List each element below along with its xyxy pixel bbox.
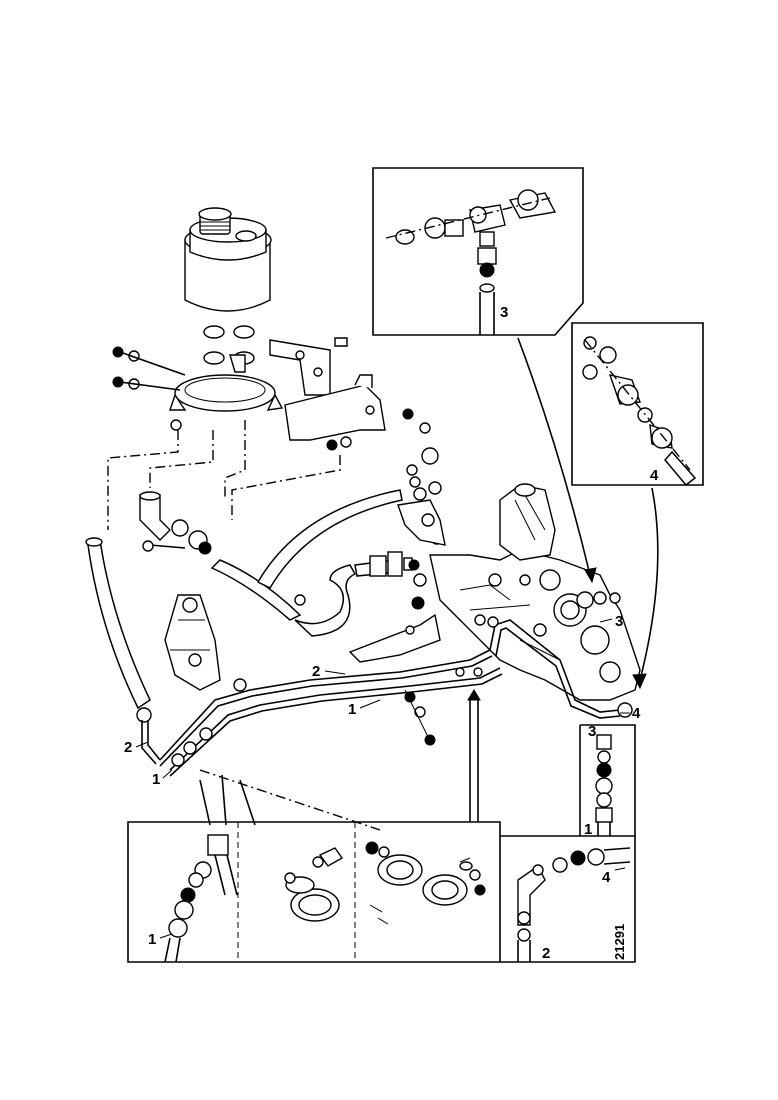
inset-right-union xyxy=(571,322,704,487)
callout-3-gear: 3 xyxy=(615,613,623,630)
callout-1-top: 1 xyxy=(348,701,356,718)
callout-2-inset-br: 2 xyxy=(542,945,550,962)
figure-number: 21291 xyxy=(612,924,627,960)
fasteners-left xyxy=(112,337,431,451)
return-elbow xyxy=(139,491,212,555)
callout-3-inset-br: 3 xyxy=(588,723,596,740)
callout-1-inset-br: 1 xyxy=(584,821,592,838)
reservoir xyxy=(184,207,272,365)
callout-4-inset-br: 4 xyxy=(602,869,611,886)
callout-2-left: 2 xyxy=(124,739,132,756)
upper-union xyxy=(397,447,446,546)
inset-bottom-right xyxy=(500,724,636,963)
steel-lines xyxy=(141,616,633,777)
center-bolt xyxy=(404,689,436,746)
callout-3-inset-top: 3 xyxy=(500,304,508,321)
callout-1-left: 1 xyxy=(152,771,160,788)
callout-1-inset-bl: 1 xyxy=(148,931,156,948)
callout-2-top: 2 xyxy=(312,663,320,680)
steering-gear xyxy=(429,483,641,701)
callout-4-gear: 4 xyxy=(632,705,641,722)
inset-top-tee-fitting xyxy=(372,167,584,336)
crossmember xyxy=(164,594,441,691)
return-hose-left xyxy=(87,538,151,710)
reservoir-clamp xyxy=(169,339,386,441)
callouts: 2 1 2 1 3 4 3 4 3 1 4 2 1 xyxy=(124,304,659,962)
callout-4-inset-right: 4 xyxy=(650,467,659,484)
inset-bottom-left xyxy=(127,821,501,963)
